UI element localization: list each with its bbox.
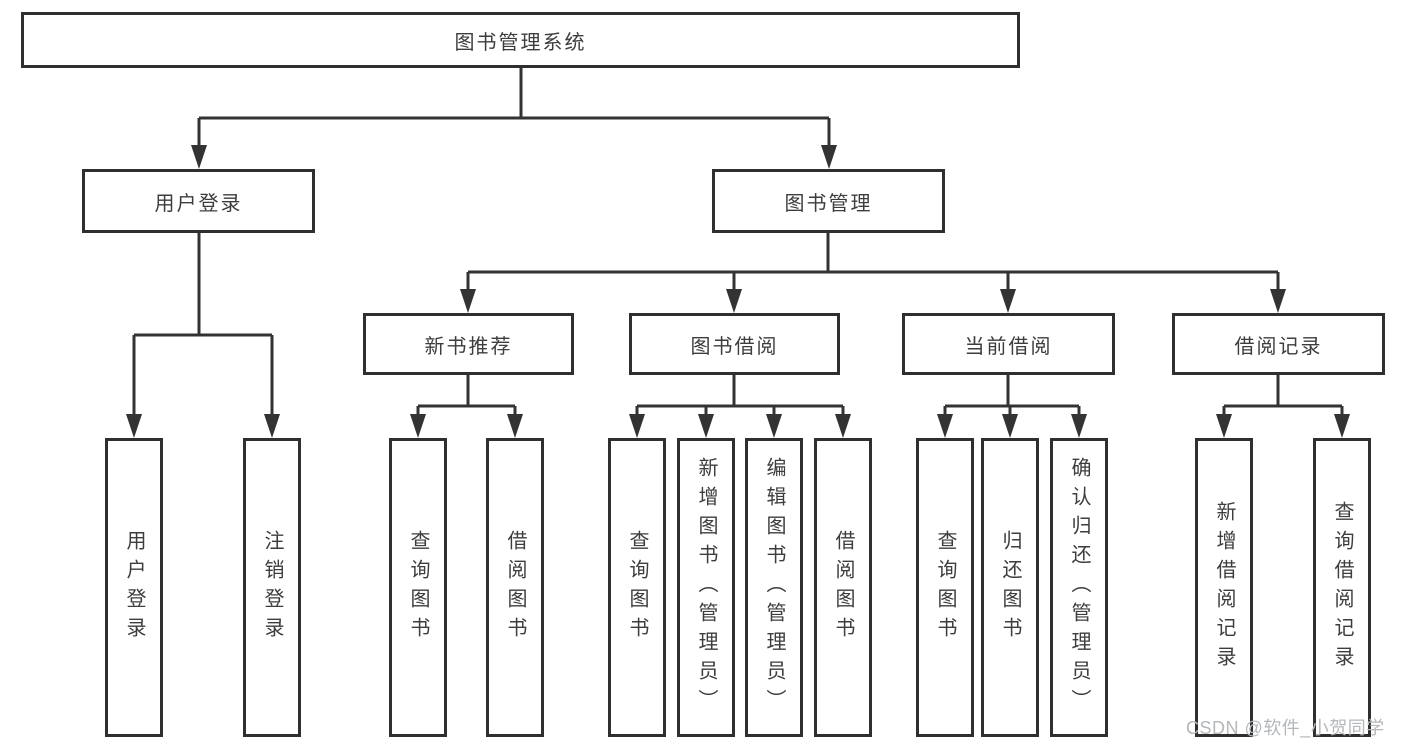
leaf-add-borrow-record: 新增借阅记录 [1195,438,1253,737]
leaf-query-books-borrow-label: 查询图书 [626,529,648,646]
connector-user-login-branch [132,233,274,415]
arrow-down-icon [507,414,523,438]
connector-current-borrow-branch [943,375,1081,415]
leaf-logout: 注销登录 [243,438,301,737]
node-root: 图书管理系统 [21,12,1020,68]
arrow-down-icon [698,414,714,438]
node-book-borrow: 图书借阅 [629,313,840,375]
leaf-user-login: 用户登录 [105,438,163,737]
leaf-confirm-return-admin: 确认归还（管理员） [1050,438,1108,737]
leaf-borrow-books-recommend: 借阅图书 [486,438,544,737]
arrow-down-icon [726,289,742,313]
leaf-add-borrow-record-label: 新增借阅记录 [1213,500,1235,675]
arrow-down-icon [629,414,645,438]
node-user-login: 用户登录 [82,169,315,233]
leaf-query-borrow-record: 查询借阅记录 [1313,438,1371,737]
leaf-query-books-recommend: 查询图书 [389,438,447,737]
arrow-down-icon [1071,414,1087,438]
leaf-add-book-admin: 新增图书（管理员） [677,438,735,737]
leaf-borrow-books-borrow-label: 借阅图书 [832,529,854,646]
node-borrow-records-label: 借阅记录 [1234,335,1323,358]
arrowheads [126,145,1350,438]
node-current-borrow-label: 当前借阅 [964,335,1053,358]
connector-new-book-branch [416,375,517,415]
arrow-down-icon [1334,414,1350,438]
leaf-logout-label: 注销登录 [261,529,283,646]
connector-borrow-records-branch [1222,375,1344,415]
leaf-query-books-current-label: 查询图书 [934,529,956,646]
node-book-management-label: 图书管理 [784,192,873,215]
watermark: CSDN @软件_小贺同学 [1186,718,1385,738]
arrow-down-icon [1216,414,1232,438]
arrow-down-icon [766,414,782,438]
leaf-borrow-books-recommend-label: 借阅图书 [504,529,526,646]
arrow-down-icon [937,414,953,438]
connector-book-management-branch [466,233,1280,290]
arrow-down-icon [1000,289,1016,313]
node-root-label: 图书管理系统 [454,31,587,54]
node-borrow-records: 借阅记录 [1172,313,1385,375]
connector-root-branch [197,68,831,146]
leaf-query-books-current: 查询图书 [916,438,974,737]
leaf-edit-book-admin-label: 编辑图书（管理员） [763,457,785,718]
node-book-management: 图书管理 [712,169,945,233]
arrow-down-icon [126,414,142,438]
arrow-down-icon [191,145,207,169]
node-new-book-recommend-label: 新书推荐 [424,335,513,358]
arrow-down-icon [264,414,280,438]
arrow-down-icon [410,414,426,438]
leaf-query-books-recommend-label: 查询图书 [407,529,429,646]
leaf-return-book-label: 归还图书 [999,529,1021,646]
arrow-down-icon [835,414,851,438]
node-current-borrow: 当前借阅 [902,313,1115,375]
node-book-borrow-label: 图书借阅 [690,335,779,358]
node-user-login-label: 用户登录 [154,192,243,215]
leaf-query-books-borrow: 查询图书 [608,438,666,737]
leaf-user-login-label: 用户登录 [123,529,145,646]
node-new-book-recommend: 新书推荐 [363,313,574,375]
leaf-return-book: 归还图书 [981,438,1039,737]
arrow-down-icon [460,289,476,313]
leaf-add-book-admin-label: 新增图书（管理员） [695,457,717,718]
connector-book-borrow-branch [635,375,845,415]
leaf-query-borrow-record-label: 查询借阅记录 [1331,500,1353,675]
leaf-borrow-books-borrow: 借阅图书 [814,438,872,737]
arrow-down-icon [1002,414,1018,438]
arrow-down-icon [821,145,837,169]
leaf-confirm-return-admin-label: 确认归还（管理员） [1068,457,1090,718]
leaf-edit-book-admin: 编辑图书（管理员） [745,438,803,737]
arrow-down-icon [1270,289,1286,313]
